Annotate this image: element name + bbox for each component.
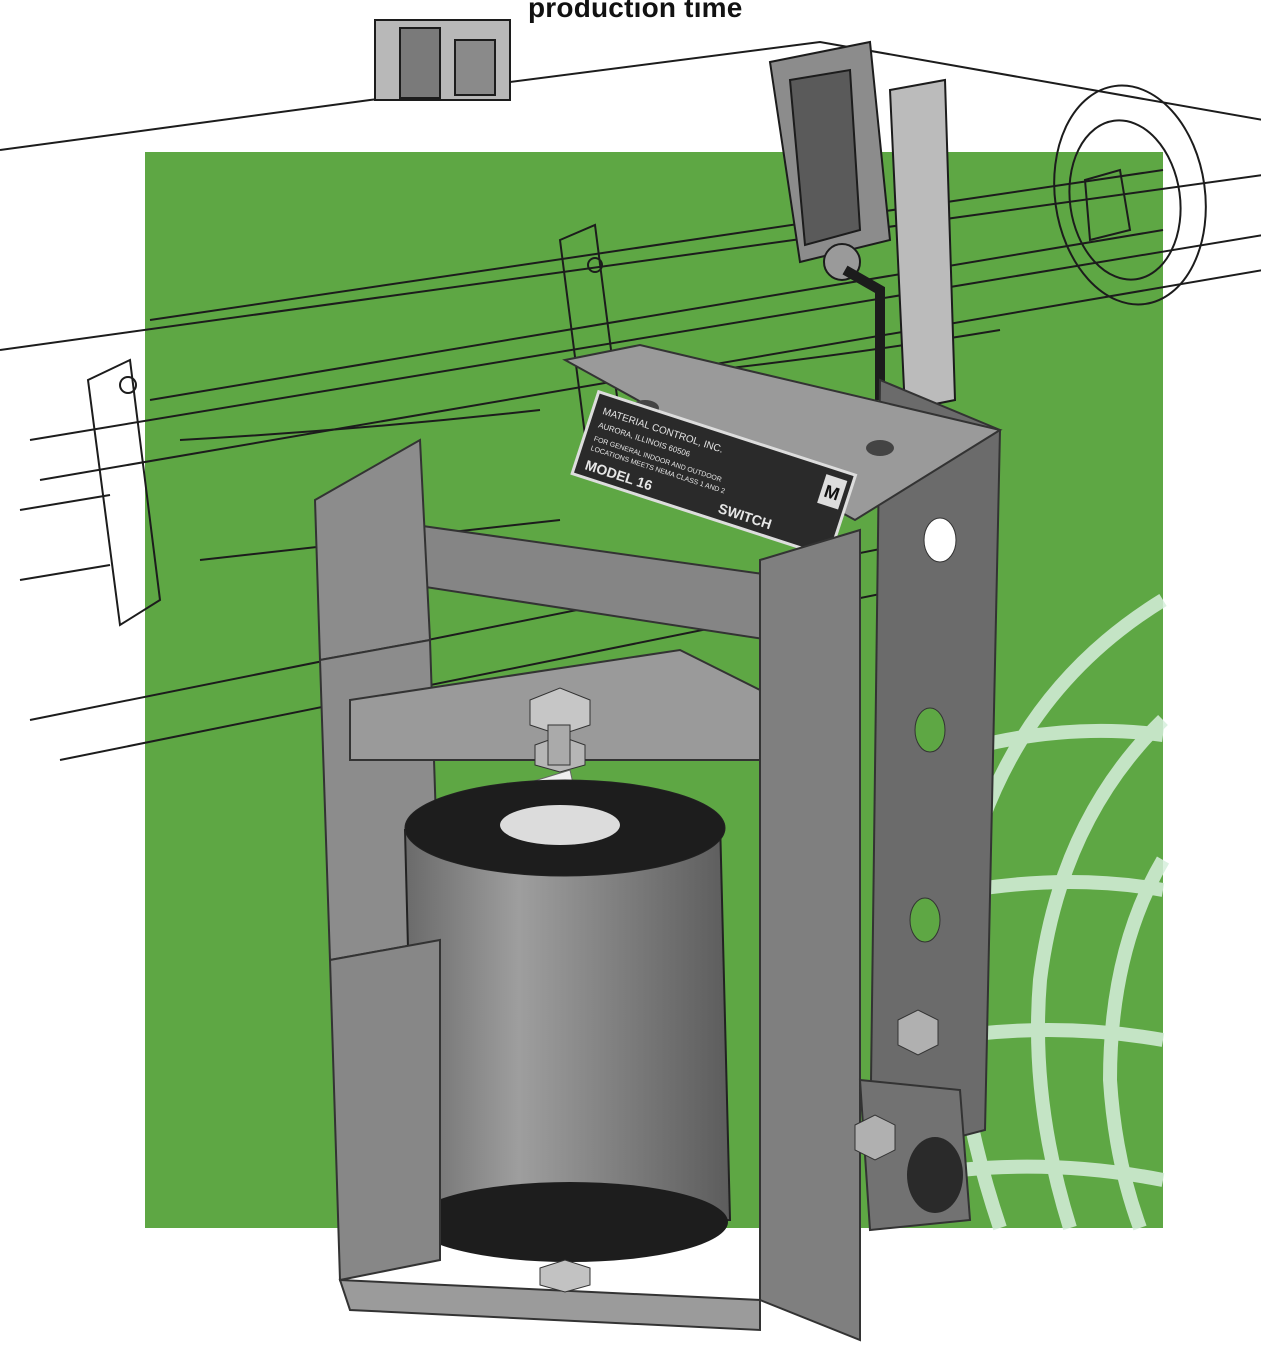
nameplate-logo: M <box>822 481 842 505</box>
tilt-switch-product: M MATERIAL CONTROL, INC. AURORA, ILLINOI… <box>313 343 1003 1342</box>
mounted-switch-drawing <box>768 40 957 412</box>
small-switch-drawing <box>374 19 511 101</box>
nameplate: M MATERIAL CONTROL, INC. AURORA, ILLINOI… <box>570 389 858 559</box>
headline: production time <box>528 0 743 23</box>
